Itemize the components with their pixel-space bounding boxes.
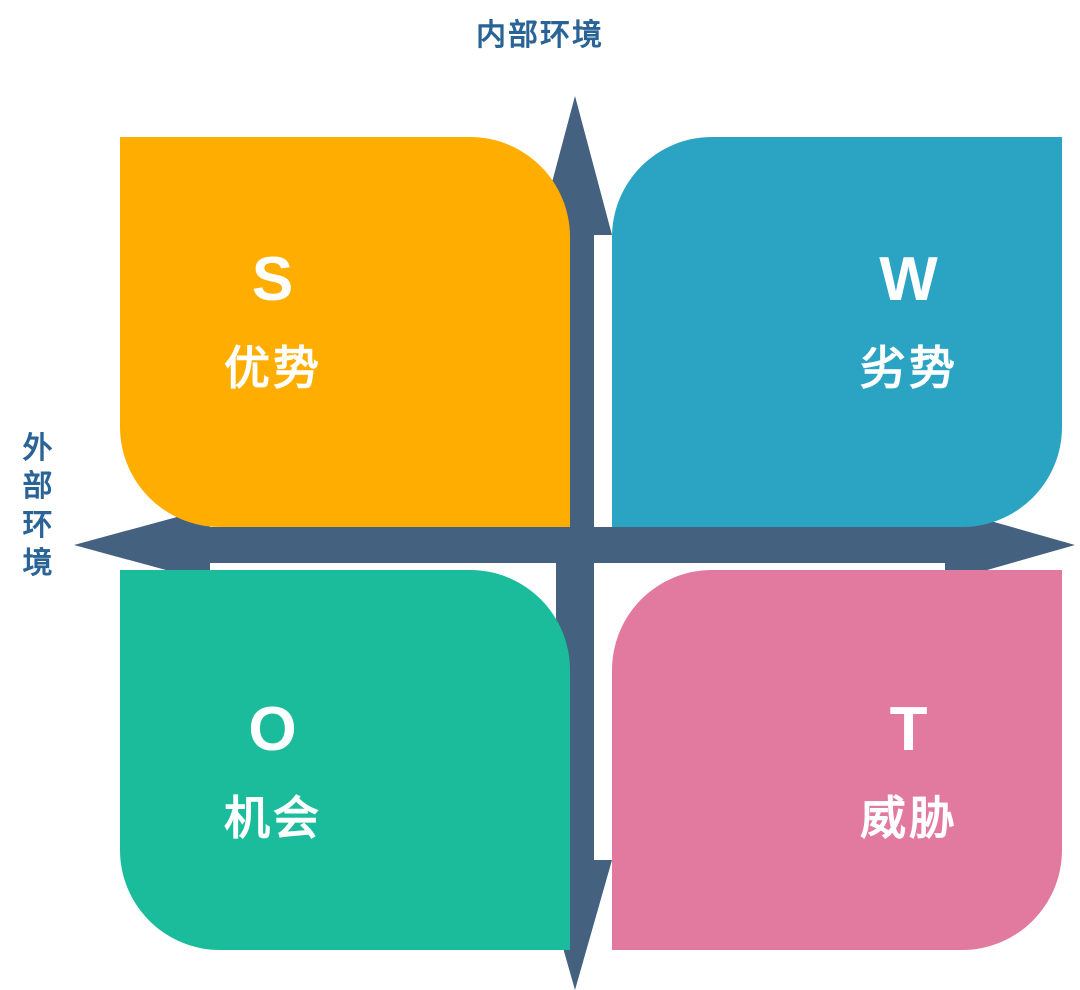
quadrant-threats-label: 威胁 [860, 792, 958, 844]
quadrant-strengths-label: 优势 [224, 342, 322, 394]
quadrant-weaknesses-letter: W [879, 245, 939, 314]
quadrant-threats-letter: T [889, 695, 929, 764]
quadrant-strengths-letter: S [251, 245, 295, 314]
quadrant-threats-text: T 威胁 [860, 695, 958, 844]
quadrant-weaknesses-label: 劣势 [860, 342, 958, 394]
quadrant-threats[interactable]: T 威胁 [612, 570, 1062, 950]
quadrant-strengths-text: S 优势 [224, 245, 322, 394]
quadrant-weaknesses[interactable]: W 劣势 [612, 137, 1062, 527]
quadrant-opportunities-label: 机会 [224, 792, 322, 844]
internal-environment-label: 内部环境 [476, 19, 604, 52]
quadrant-opportunities[interactable]: O 机会 [120, 570, 570, 950]
quadrant-strengths[interactable]: S 优势 [120, 137, 570, 527]
quadrant-opportunities-letter: O [248, 695, 298, 764]
quadrant-weaknesses-text: W 劣势 [860, 245, 958, 394]
external-environment-label: 外部环境 [22, 432, 54, 581]
quadrant-opportunities-text: O 机会 [224, 695, 322, 844]
